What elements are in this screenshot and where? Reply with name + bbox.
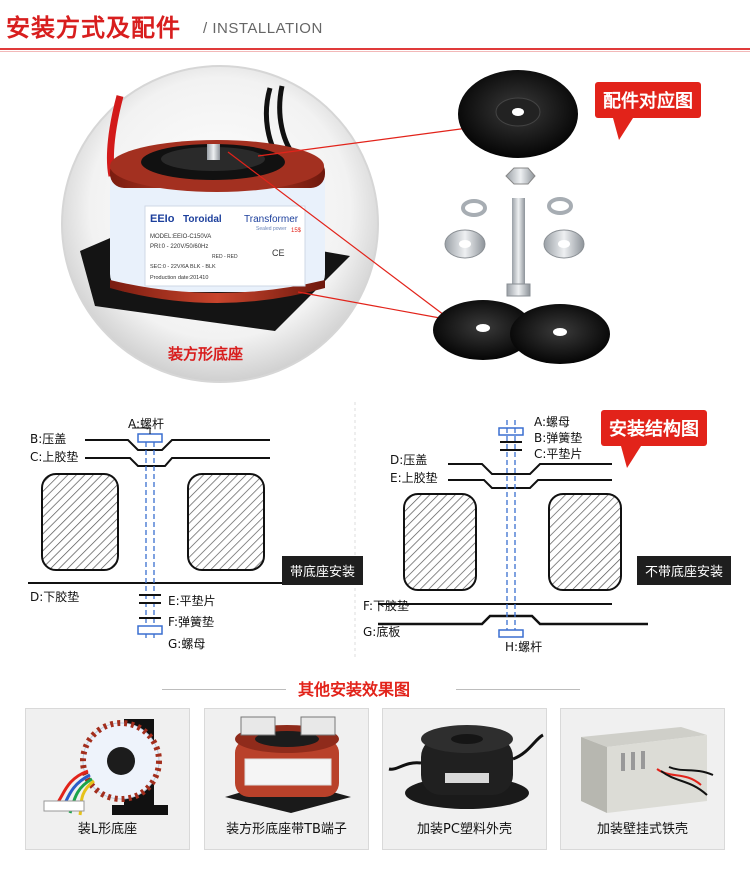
callout-parts: 配件对应图 bbox=[595, 82, 701, 140]
right-label-g: G:底板 bbox=[363, 625, 401, 639]
label-date: Production date:201410 bbox=[150, 275, 208, 281]
left-label-c: C:上胶垫 bbox=[30, 450, 79, 464]
tag-without-base: 不带底座安装 bbox=[637, 556, 732, 585]
right-label-f: F:下胶垫 bbox=[363, 599, 410, 613]
label-sub: Sealed power bbox=[256, 226, 287, 232]
wall-case-illustration bbox=[581, 727, 714, 813]
right-label-h: H:螺杆 bbox=[505, 640, 543, 654]
left-label-e: E:平垫片 bbox=[168, 594, 216, 608]
caption-wall-case: 加装壁挂式铁壳 bbox=[596, 822, 688, 837]
callout-structure: 安装结构图 bbox=[601, 410, 707, 468]
page-title: 安装方式及配件 bbox=[6, 14, 181, 42]
header-divider bbox=[0, 48, 750, 50]
square-tb-illustration bbox=[225, 716, 351, 813]
thumb-wall-case: 加装壁挂式铁壳 bbox=[560, 708, 725, 850]
page-subtitle: / INSTALLATION bbox=[203, 20, 323, 37]
label-model: MODEL:EEIO-C150VA bbox=[150, 234, 211, 240]
label-brand: EEIo bbox=[150, 213, 175, 225]
label-type: Toroidal bbox=[183, 214, 222, 225]
label-kind: Transformer bbox=[244, 214, 299, 225]
label-red: RED - RED bbox=[212, 254, 238, 260]
right-label-b: B:弹簧垫 bbox=[534, 431, 583, 445]
other-title: 其他安装效果图 bbox=[298, 680, 411, 699]
pc-housing-illustration bbox=[388, 725, 544, 809]
callout-structure-tail bbox=[621, 446, 641, 468]
right-label-c: C:平垫片 bbox=[534, 447, 583, 461]
caption-l-base: 装L形底座 bbox=[77, 822, 138, 837]
callout-parts-tail bbox=[613, 118, 633, 140]
tag-with-base: 带底座安装 bbox=[282, 556, 364, 585]
transformer-photo: EEIo Toroidal Transformer 15$ Sealed pow… bbox=[61, 65, 610, 383]
left-label-a: A:螺杆 bbox=[128, 417, 165, 431]
left-label-b: B:压盖 bbox=[30, 432, 67, 446]
other-title-rule-right bbox=[456, 689, 580, 690]
label-ce: CE bbox=[272, 248, 285, 258]
label-pri: PRI:0 - 220V/50/60Hz bbox=[150, 244, 208, 250]
right-label-a: A:螺母 bbox=[534, 415, 571, 429]
l-base-illustration bbox=[43, 719, 168, 816]
caption-pc-housing: 加装PC塑料外壳 bbox=[417, 822, 512, 837]
thumb-square-tb: 装方形底座带TB端子 bbox=[204, 708, 369, 850]
base-caption: 装方形底座 bbox=[168, 345, 244, 363]
caption-square-tb: 装方形底座带TB端子 bbox=[226, 822, 347, 837]
right-label-e: E:上胶垫 bbox=[390, 471, 438, 485]
structure-diagrams bbox=[28, 402, 648, 658]
label-badge: 15$ bbox=[291, 228, 302, 234]
left-label-d: D:下胶垫 bbox=[30, 590, 80, 604]
thumb-pc-housing: 加装PC塑料外壳 bbox=[382, 708, 547, 850]
callout-parts-label: 配件对应图 bbox=[595, 82, 701, 118]
right-label-d: D:压盖 bbox=[390, 453, 428, 467]
thumb-l-base: 装L形底座 bbox=[25, 708, 190, 850]
left-label-f: F:弹簧垫 bbox=[168, 615, 215, 629]
other-title-rule-left bbox=[162, 689, 286, 690]
header-divider-light bbox=[0, 51, 750, 52]
left-label-g: G:螺母 bbox=[168, 637, 206, 651]
callout-structure-label: 安装结构图 bbox=[601, 410, 707, 446]
label-sec: SEC:0 - 22V/6A BLK - BLK bbox=[150, 264, 216, 270]
